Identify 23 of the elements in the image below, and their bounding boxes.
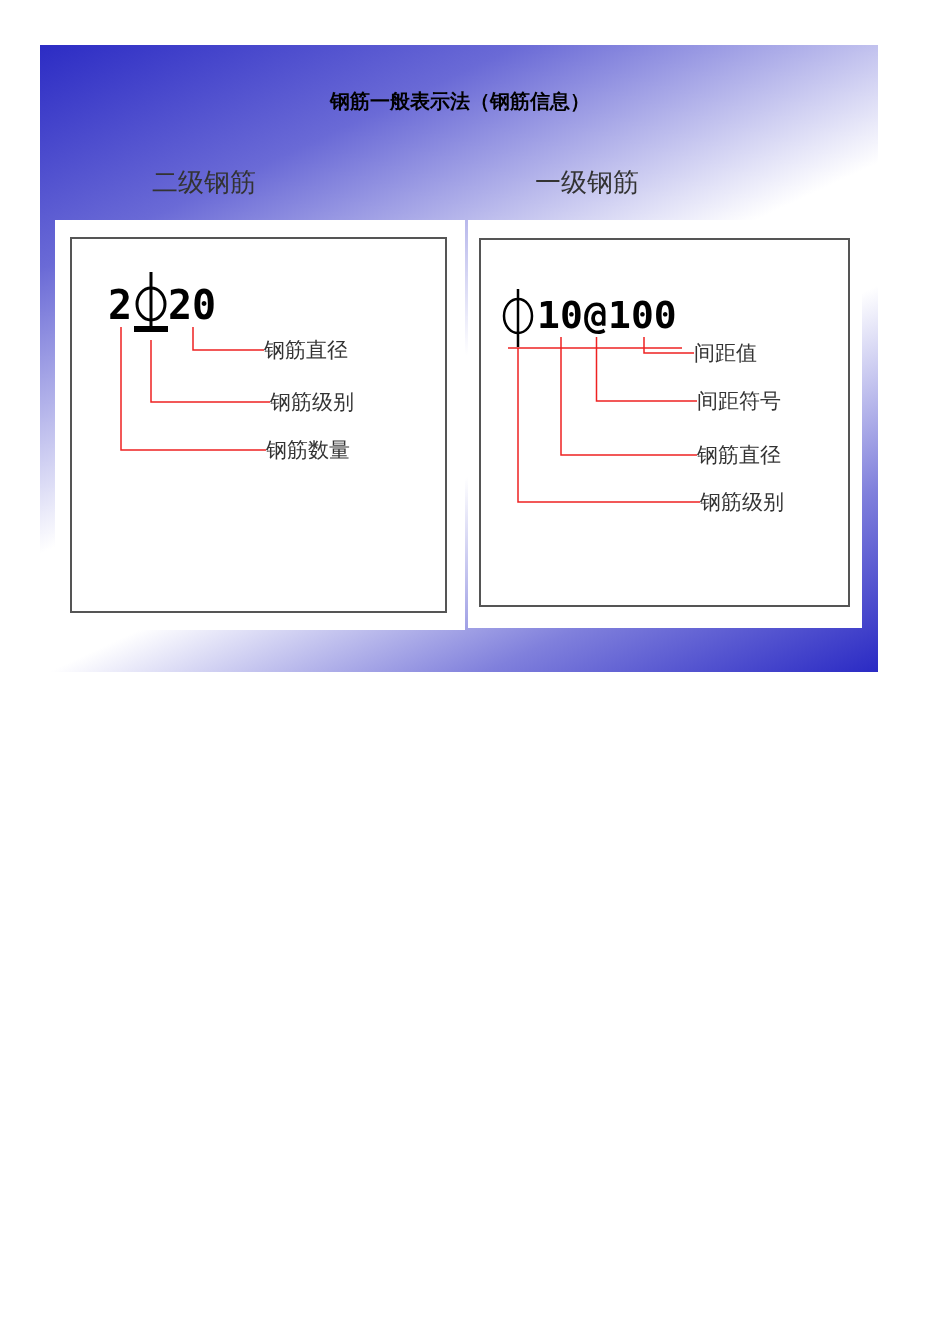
frame-heading: 一级钢筋 [535,166,639,199]
annotation-text: 间距符号 [697,385,789,417]
diagram-title: 钢筋一般表示法（钢筋信息） [328,88,591,115]
annotation-text: 钢筋直径 [697,439,789,471]
leader-line [595,336,698,402]
notation-text: 10 [537,293,585,337]
leader-line [560,336,698,456]
leader-line [150,339,271,403]
notation-text: 100 [608,293,680,337]
annotation-text: 钢筋数量 [266,434,358,466]
notation-text: 2 [108,283,134,327]
frame-heading: 二级钢筋 [152,166,256,199]
leader-line [120,326,267,451]
annotation-text: 间距值 [694,337,764,369]
leader-line [517,347,701,503]
annotation-text: 钢筋级别 [270,386,362,418]
leader-line [643,336,695,354]
annotation-text: 钢筋级别 [700,486,792,518]
notation-text: @ [584,293,609,337]
rebar-grade-symbol-icon [500,288,536,348]
annotation-text: 钢筋直径 [264,334,356,366]
leader-line [192,326,265,351]
notation-text: 20 [168,283,218,327]
